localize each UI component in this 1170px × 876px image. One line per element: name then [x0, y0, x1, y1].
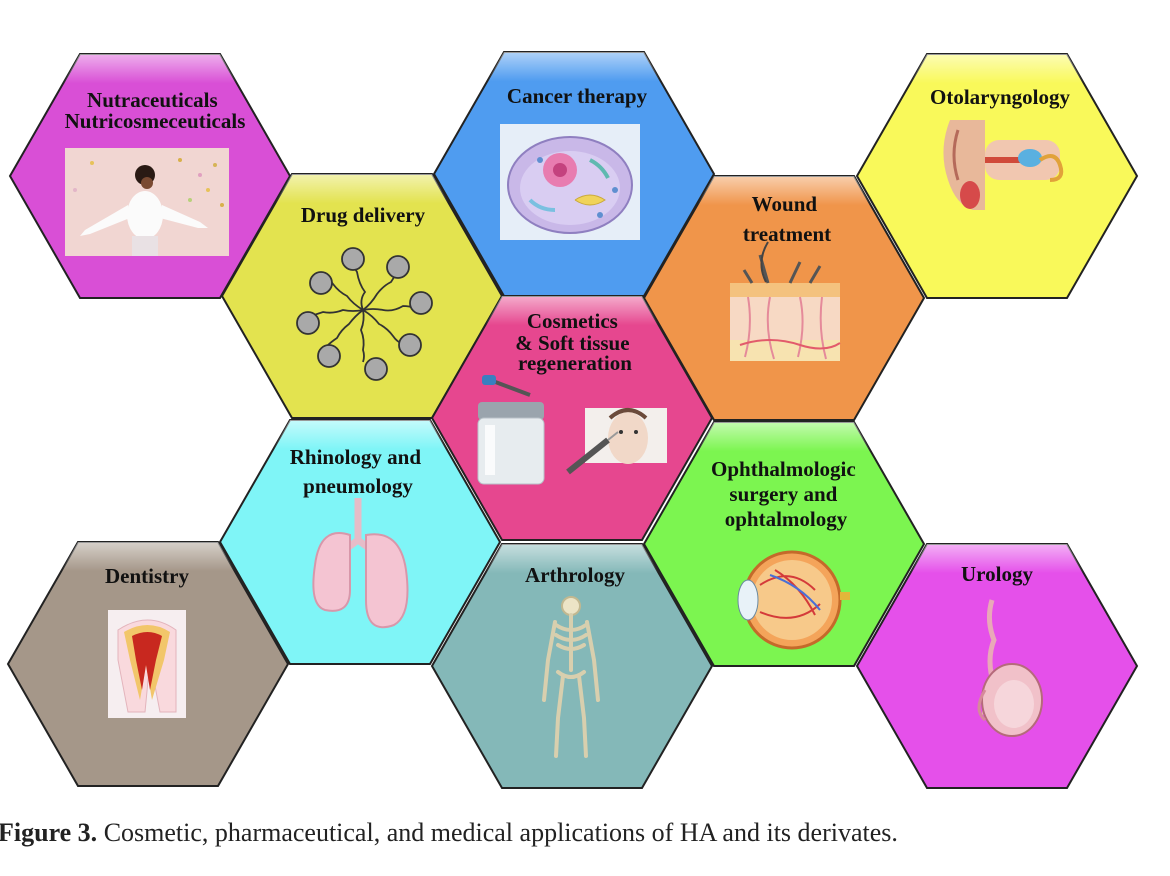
label-drug-delivery: Drug delivery	[301, 203, 426, 227]
caption-text: Cosmetic, pharmaceutical, and medical ap…	[103, 818, 898, 847]
label-ophthalmology: Ophthalmologic surgery and ophtalmology	[711, 457, 861, 531]
skin-layers-icon	[730, 241, 841, 361]
lungs-icon	[312, 498, 409, 629]
ear-icon	[943, 120, 1064, 210]
eye-icon	[737, 550, 850, 650]
tile-cancer-therapy: Cancer therapy	[432, 51, 716, 297]
tile-otolaryngology: Otolaryngology	[855, 53, 1139, 299]
label-cancer-therapy: Cancer therapy	[507, 84, 648, 108]
skeleton-icon	[542, 596, 600, 758]
tile-wound-treatment: Wound treatment	[642, 175, 926, 421]
tile-cosmetics: Cosmetics & Soft tissue regeneration	[430, 295, 714, 541]
tile-dentistry: Dentistry	[6, 541, 290, 787]
label-arthrology: Arthrology	[525, 563, 625, 587]
tile-urology: Urology	[855, 543, 1139, 789]
label-otolaryngology: Otolaryngology	[930, 85, 1070, 109]
tile-arthrology: Arthrology	[430, 543, 714, 789]
label-cosmetics: Cosmetics & Soft tissue regeneration	[515, 309, 635, 375]
label-urology: Urology	[961, 562, 1033, 586]
label-dentistry: Dentistry	[105, 564, 189, 588]
cell-icon	[500, 124, 640, 240]
caption-label: Figure 3.	[0, 818, 98, 847]
tile-ophthalmology: Ophthalmologic surgery and ophtalmology	[642, 421, 926, 667]
tooth-icon	[108, 610, 186, 718]
label-nutraceuticals: Nutraceuticals Nutricosmeceuticals	[65, 88, 246, 133]
label-rhinology: Rhinology and pneumology	[290, 445, 427, 498]
face-injection-icon	[566, 408, 667, 475]
micelle-icon	[296, 247, 433, 381]
woman-photo-icon	[65, 148, 229, 256]
figure-caption: Figure 3. Cosmetic, pharmaceutical, and …	[0, 818, 1168, 858]
testis-icon	[977, 599, 1043, 737]
cosmetic-jar-icon	[477, 375, 545, 485]
hexagon-figure: Nutraceuticals Nutricosmeceuticals Drug …	[6, 51, 1139, 789]
tile-nutraceuticals: Nutraceuticals Nutricosmeceuticals	[8, 53, 292, 299]
tile-drug-delivery: Drug delivery	[220, 173, 504, 419]
tile-rhinology: Rhinology and pneumology	[218, 419, 502, 665]
label-wound-treatment: Wound treatment	[743, 192, 831, 246]
